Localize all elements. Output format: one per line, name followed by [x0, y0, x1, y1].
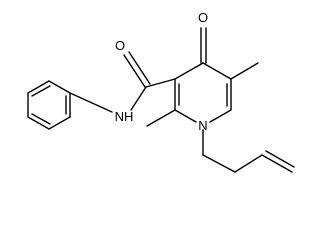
bond — [261, 154, 293, 173]
bond — [146, 109, 176, 127]
ring-nitrogen-label: N — [198, 118, 207, 133]
bond — [265, 150, 295, 168]
chemical-structure-diagram: O O NH N — [27, 10, 295, 173]
bond — [230, 62, 259, 80]
bond — [27, 116, 50, 130]
bond — [69, 92, 113, 113]
amide-nh-label: NH — [115, 109, 134, 124]
bond — [31, 85, 51, 97]
bond — [209, 109, 232, 123]
carbonyl-oxygen-label: O — [115, 38, 125, 53]
bond — [48, 116, 71, 130]
bond — [31, 113, 51, 125]
bond — [234, 154, 263, 173]
bond — [130, 86, 147, 111]
ring-oxygen-label: O — [198, 10, 208, 25]
bond — [27, 80, 50, 94]
bond — [128, 51, 151, 85]
bond — [123, 54, 146, 88]
atom-labels: O O NH N — [115, 10, 208, 133]
bond-lines — [27, 27, 295, 173]
bond — [202, 62, 232, 80]
bond — [174, 62, 204, 80]
bond — [174, 109, 197, 123]
bond — [145, 78, 176, 88]
bond — [202, 154, 236, 173]
bond — [48, 80, 71, 94]
